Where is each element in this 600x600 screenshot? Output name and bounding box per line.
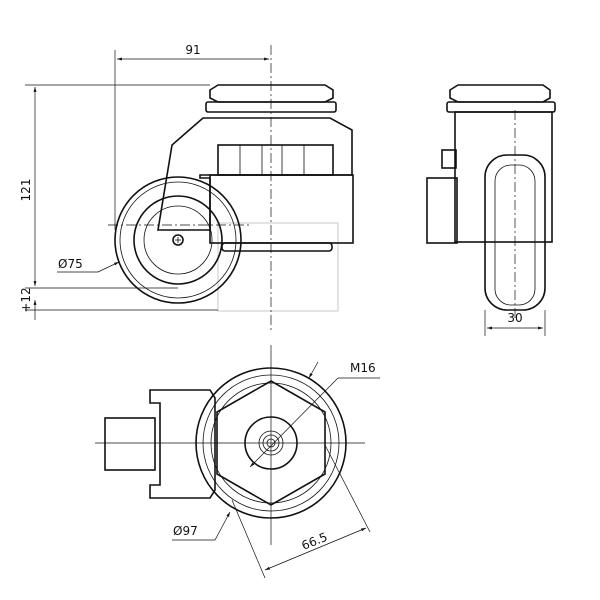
dim-wheel-diameter: Ø75 (58, 257, 83, 271)
hex-nut (209, 84, 334, 103)
body-lower (209, 174, 354, 244)
axle-screw (172, 234, 184, 246)
leader-base-diameter (172, 511, 231, 541)
dim-base-diameter: Ø97 (173, 524, 198, 538)
front-bracket-tab (441, 149, 457, 169)
dimension-line-66-5 (264, 527, 367, 571)
dim-plus-12: +12 (19, 287, 33, 312)
wheel-hub (133, 195, 223, 285)
extension-line (324, 444, 371, 533)
bottom-view: M16 Ø97 66.5 (95, 345, 380, 579)
side-dimensions: 91 121 +12 Ø75 (19, 43, 269, 320)
front-view: 30 (426, 84, 556, 336)
side-view (108, 45, 354, 330)
front-axle-housing (426, 177, 458, 244)
bottom-axle-tube (104, 417, 156, 471)
front-body (454, 111, 553, 243)
leader-base-diameter-tick (308, 361, 319, 379)
foot-lowered-ghost (217, 222, 339, 312)
leader-wheel-diameter (57, 261, 120, 273)
front-hex-nut (449, 84, 551, 103)
dim-30: 30 (507, 311, 522, 325)
caster-body (157, 117, 353, 231)
adjust-ring (217, 144, 334, 176)
dim-121: 121 (19, 179, 33, 202)
wheel-hub-inner (143, 205, 213, 275)
dim-91: 91 (185, 43, 200, 57)
foot-pad (221, 242, 333, 252)
leader-m16 (249, 377, 339, 468)
front-flange (446, 101, 556, 113)
extension-line (231, 499, 266, 579)
wheel-outer (114, 176, 242, 304)
dim-m16: M16 (350, 361, 376, 375)
wheel-tread-inner (119, 181, 237, 299)
